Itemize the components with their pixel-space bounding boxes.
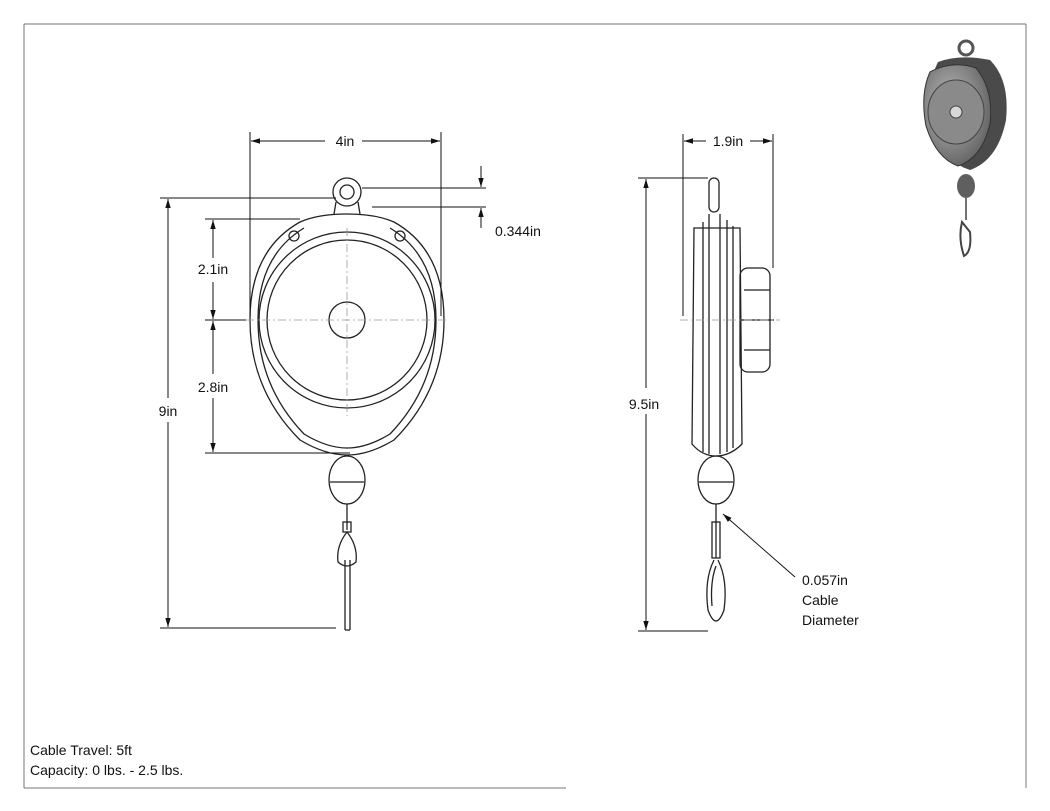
dim-front-width-label: 4in xyxy=(336,133,355,149)
cable-diameter-value: 0.057in xyxy=(802,572,848,588)
dim-cable-leader xyxy=(722,513,796,578)
isometric-view xyxy=(923,39,1007,258)
dim-upper-section-label: 2.1in xyxy=(198,261,228,277)
notes-block: Cable Travel: 5ft Capacity: 0 lbs. - 2.5… xyxy=(30,740,183,780)
dim-side-height-label: 9.5in xyxy=(629,396,659,412)
sheet-border xyxy=(23,23,1027,789)
side-view xyxy=(691,177,774,622)
dim-side-width xyxy=(682,134,774,316)
cable-diameter-caption: Diameter xyxy=(802,612,859,628)
dim-sections xyxy=(205,218,350,454)
dim-front-width xyxy=(249,132,442,316)
dim-front-height-label: 9in xyxy=(159,403,178,419)
dim-eye-offset xyxy=(362,166,486,228)
cable-travel-note: Cable Travel: 5ft xyxy=(30,742,132,758)
dim-side-width-label: 1.9in xyxy=(713,133,743,149)
capacity-note: Capacity: 0 lbs. - 2.5 lbs. xyxy=(30,762,184,778)
dim-side-height xyxy=(638,177,708,632)
front-centerlines xyxy=(246,228,448,416)
cable-diameter-word: Cable xyxy=(802,592,839,608)
dim-lower-section-label: 2.8in xyxy=(198,379,228,395)
dim-front-height xyxy=(160,197,336,629)
dim-eye-offset-label: 0.344in xyxy=(495,223,541,239)
